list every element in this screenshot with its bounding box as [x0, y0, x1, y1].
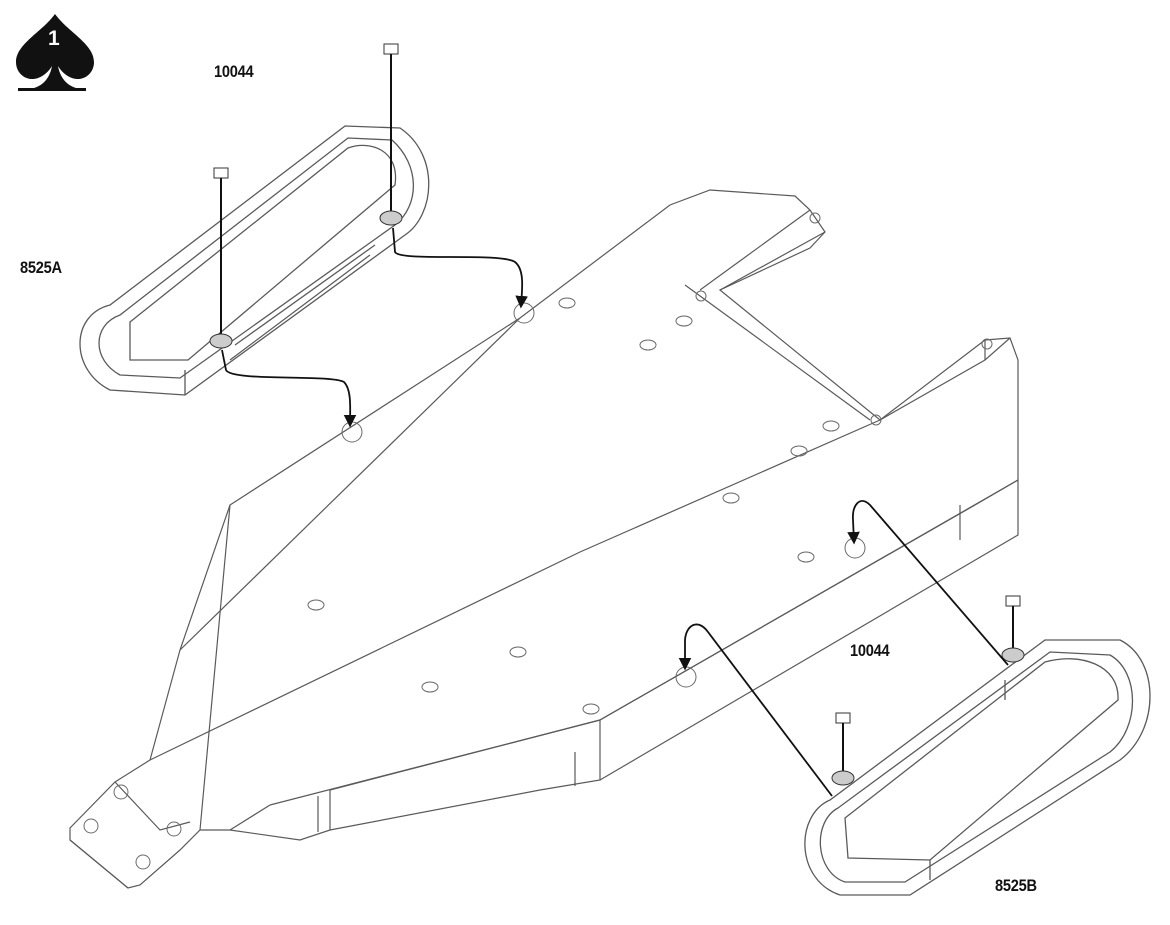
screw-b2 [831, 712, 855, 786]
part-label-rail-b: 8525B [995, 876, 1037, 895]
chassis-plate [69, 189, 1019, 889]
screw-hardware [209, 43, 1025, 786]
spade-icon [16, 14, 94, 91]
part-label-screw-bottom: 10044 [850, 641, 890, 660]
rail-8525b [804, 639, 1151, 896]
rail-8525a [79, 125, 430, 396]
screw-b1 [1001, 595, 1025, 663]
screw-a1 [379, 43, 403, 226]
part-label-screw-top: 10044 [214, 62, 254, 81]
leader-arrows [221, 227, 1009, 797]
part-label-rail-a: 8525A [20, 258, 62, 277]
screw-a2 [209, 167, 233, 349]
step-number: 1 [48, 27, 60, 50]
